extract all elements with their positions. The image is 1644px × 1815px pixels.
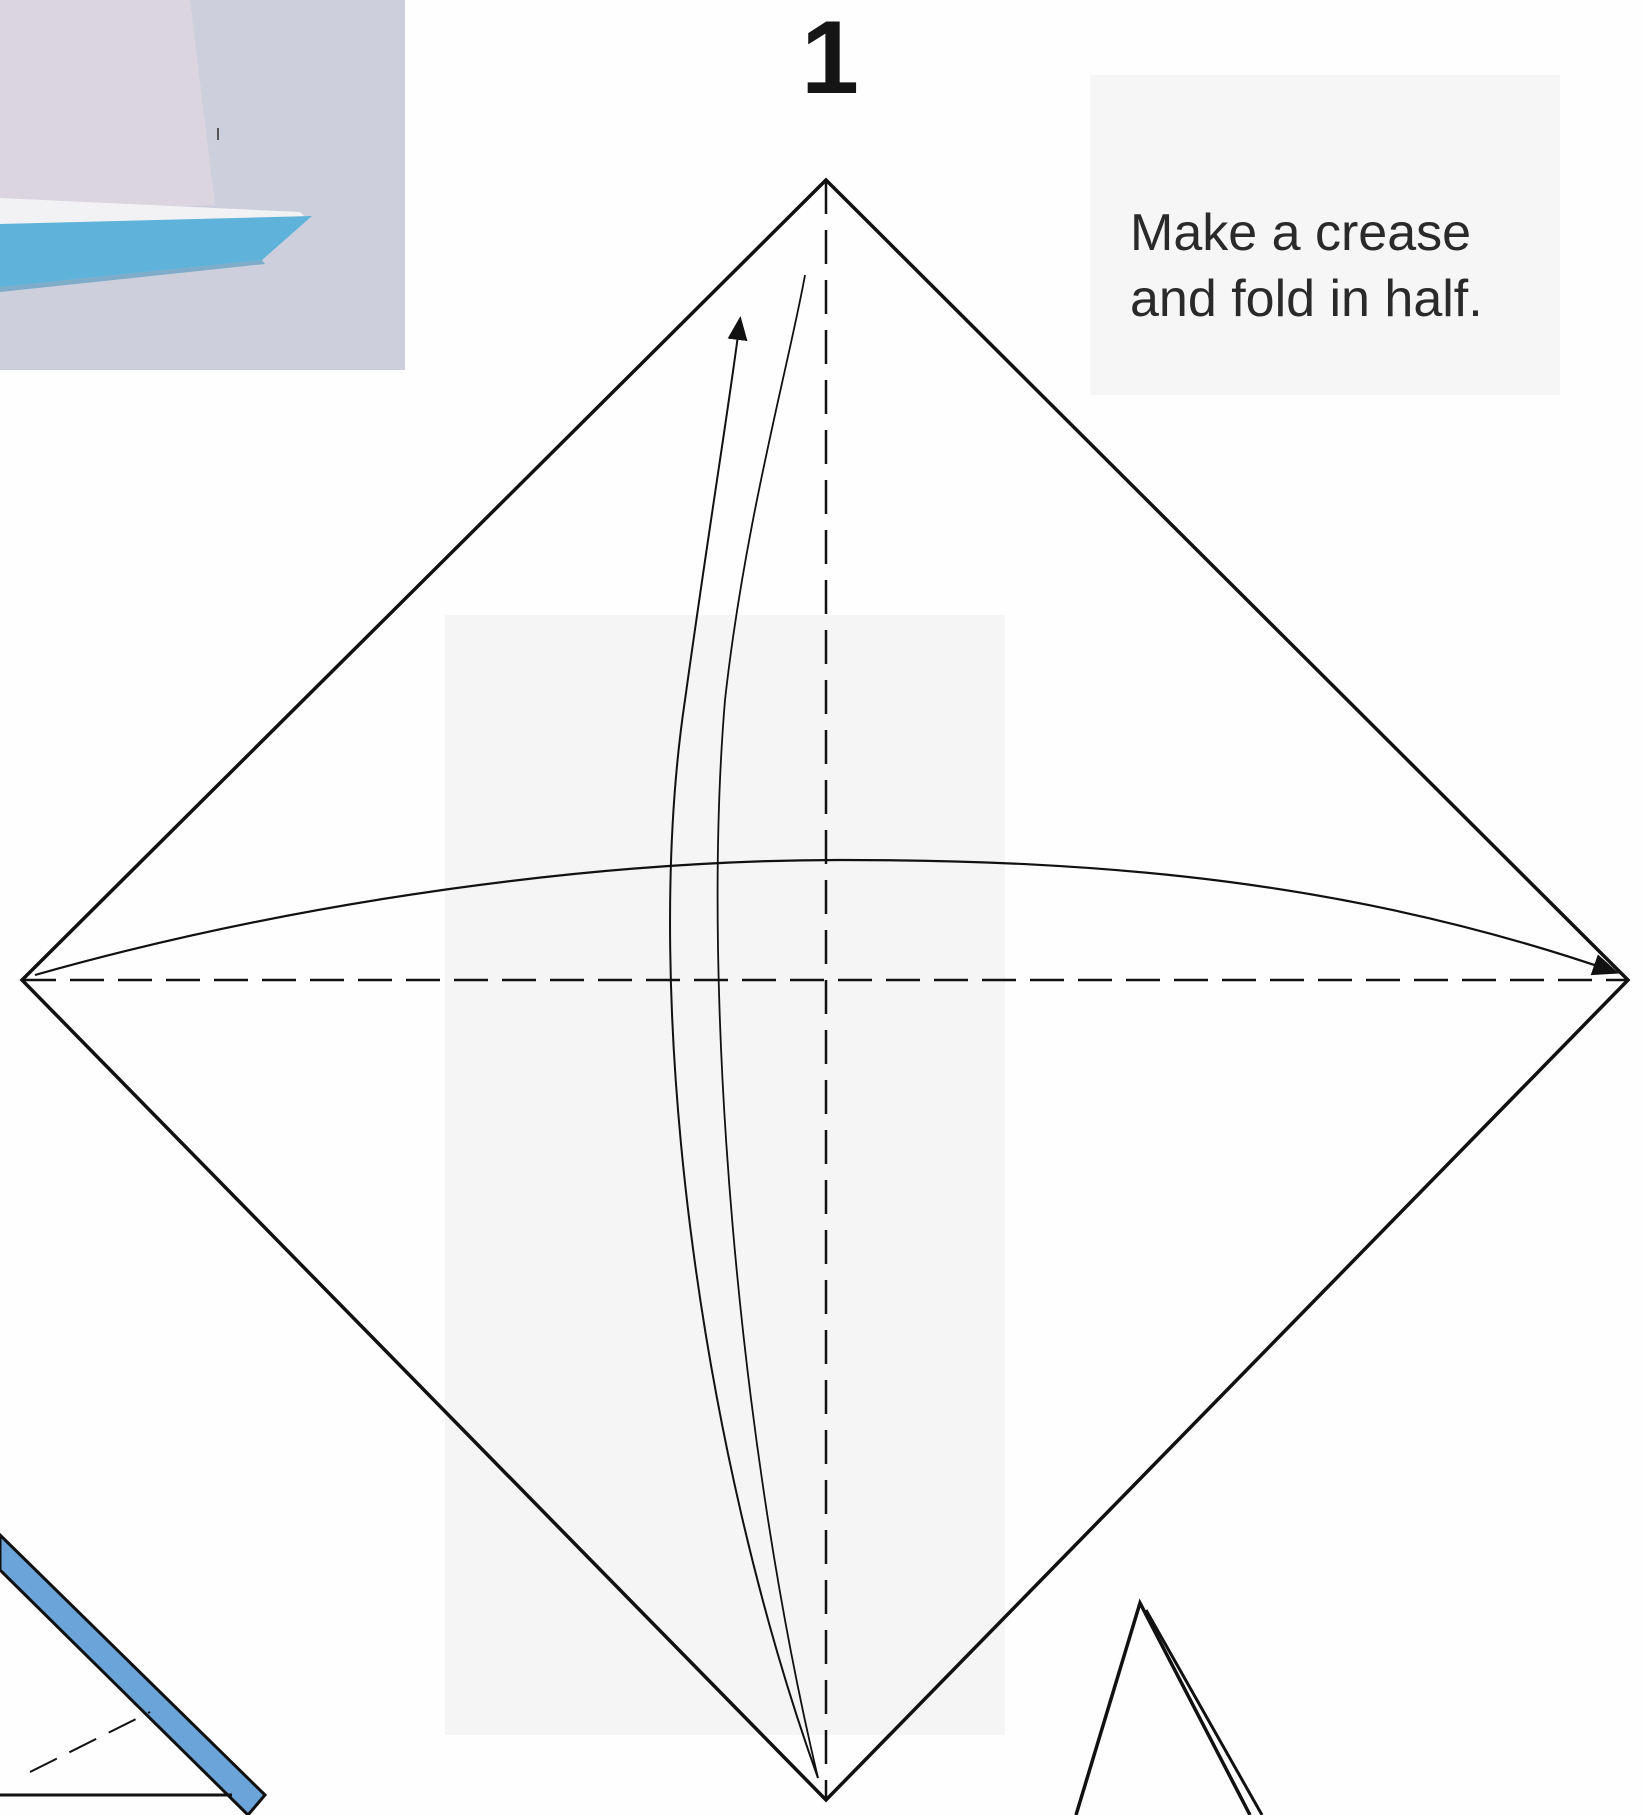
step-instruction: Make a crease and fold in half.: [1130, 200, 1550, 332]
adjacent-step-fragment-left: [0, 1535, 265, 1815]
triangle-tip-outline: [1076, 1603, 1250, 1815]
show-through-panel: [445, 615, 1005, 1735]
adjacent-step-fragment-right: [1076, 1603, 1262, 1815]
instruction-line-2: and fold in half.: [1130, 266, 1550, 332]
step-number: 1: [760, 6, 900, 110]
fragment-crease-line: [30, 1712, 150, 1772]
blue-folded-edge: [0, 1535, 265, 1815]
triangle-tip-inner-edge: [1146, 1610, 1262, 1815]
instruction-line-1: Make a crease: [1130, 200, 1550, 266]
